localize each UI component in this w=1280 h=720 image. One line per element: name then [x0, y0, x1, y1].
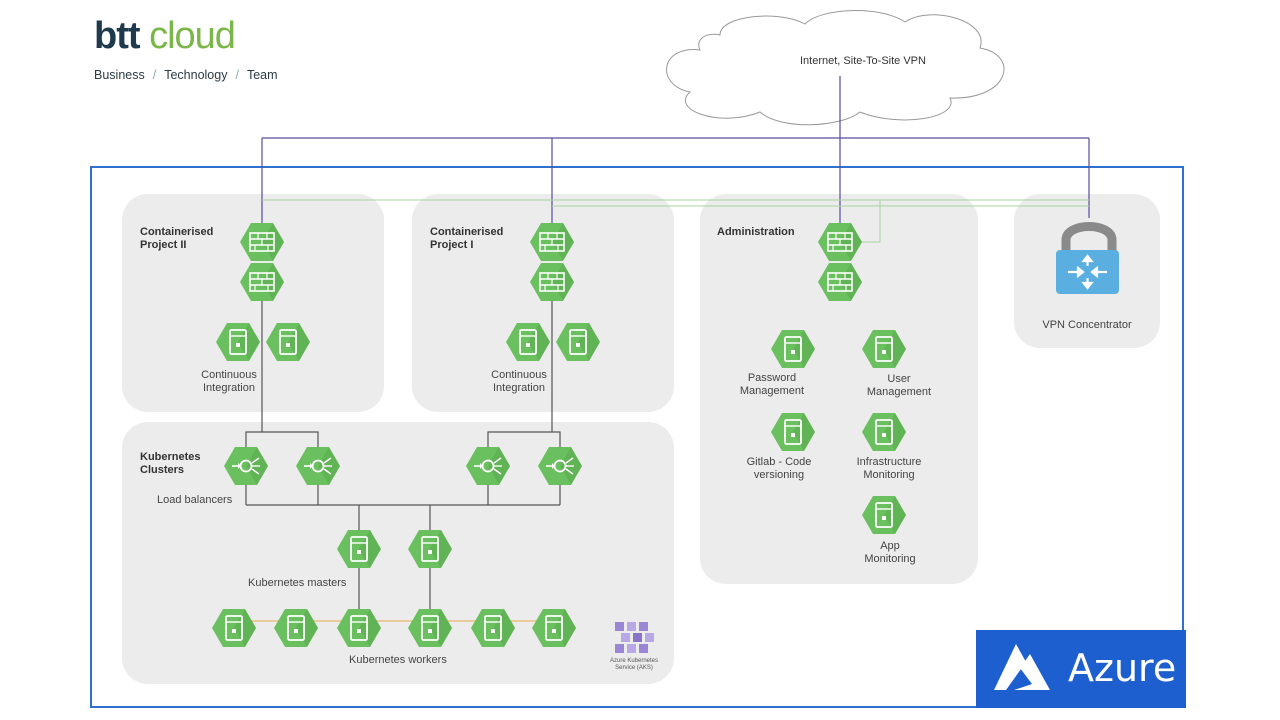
label-password-management: Password Management [739, 372, 805, 397]
server-icon [771, 330, 815, 368]
label-gitlab: Gitlab - Code versioning [746, 456, 812, 481]
logo-tagline: Business/Technology/Team [94, 68, 278, 82]
server-icon [862, 496, 906, 534]
network-lines [261, 76, 1090, 226]
azure-frame [90, 166, 1184, 708]
server-icon [337, 609, 381, 647]
server-icon [506, 323, 550, 361]
azure-logo-icon [994, 644, 1050, 690]
server-icon [532, 609, 576, 647]
server-icon [408, 609, 452, 647]
server-icon [556, 323, 600, 361]
firewall-icon [240, 263, 284, 301]
server-icon [216, 323, 260, 361]
label-kubernetes-workers: Kubernetes workers [349, 654, 447, 666]
cloud-label: Internet, Site-To-Site VPN [800, 55, 926, 67]
server-icon [408, 530, 452, 568]
vpn-lock-icon [1056, 222, 1119, 294]
load-balancer-icon [538, 447, 582, 485]
label-infrastructure-monitoring: Infrastructure Monitoring [856, 456, 922, 481]
admin-links [262, 199, 1089, 243]
server-icon [337, 530, 381, 568]
azure-badge: Azure [976, 630, 1186, 708]
label-user-management: User Management [866, 373, 932, 398]
azure-label: Azure [1068, 646, 1177, 690]
ci-label-project-2: Continuous Integration [201, 369, 257, 394]
label-app-monitoring: App Monitoring [864, 540, 916, 565]
internet-cloud [666, 10, 1005, 126]
firewall-icon [530, 223, 574, 261]
aks-icon [615, 622, 654, 653]
server-icon [471, 609, 515, 647]
label-vpn-concentrator: VPN Concentrator [1042, 319, 1132, 331]
ci-label-project-1: Continuous Integration [491, 369, 547, 394]
label-load-balancers: Load balancers [157, 494, 233, 506]
group-title-administration: Administration [717, 226, 795, 238]
load-balancer-icon [296, 447, 340, 485]
group-title-project-1: Containerised Project I [430, 226, 504, 251]
server-icon [862, 413, 906, 451]
server-icon [212, 609, 256, 647]
load-balancer-icon [224, 447, 268, 485]
label-aks: Azure Kubernetes Service (AKS) [609, 658, 659, 671]
logo-wordmark: btt cloud [94, 15, 236, 57]
firewall-icon [818, 263, 862, 301]
group-title-project-2: Containerised Project II [140, 226, 214, 251]
server-icon [266, 323, 310, 361]
firewall-icon [240, 223, 284, 261]
server-icon [771, 413, 815, 451]
load-balancer-icon [466, 447, 510, 485]
server-icon [274, 609, 318, 647]
group-title-kubernetes: Kubernetes Clusters [140, 451, 201, 476]
brand-logo: btt cloud Business/Technology/Team [88, 14, 314, 88]
server-icon [862, 330, 906, 368]
panel-kubernetes [122, 422, 674, 684]
firewall-icon [818, 223, 862, 261]
firewall-icon [530, 263, 574, 301]
label-kubernetes-masters: Kubernetes masters [248, 577, 347, 589]
